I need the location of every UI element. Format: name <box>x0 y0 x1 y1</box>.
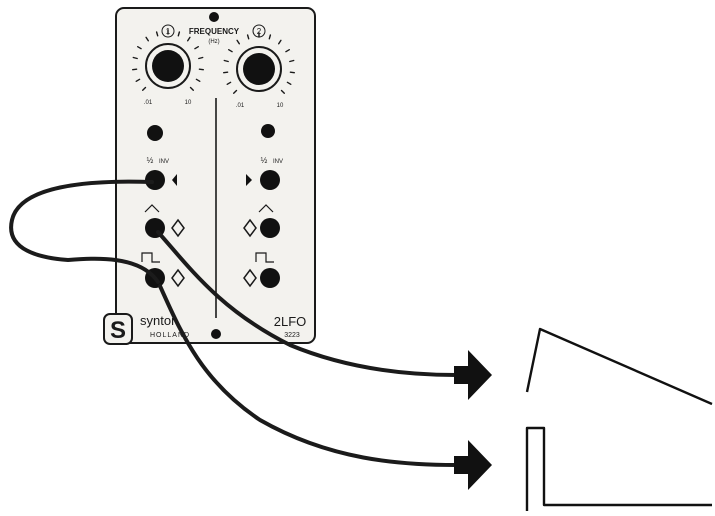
patch-cable-pulse-output[interactable] <box>158 284 458 467</box>
pulse-waveform <box>525 426 712 511</box>
frequency-title: FREQUENCY <box>189 27 240 36</box>
mounting-screw-bottom <box>211 329 221 339</box>
inv-label-1: INV <box>159 159 169 165</box>
frequency-knob-1[interactable] <box>131 29 205 92</box>
channel-1-number-ring <box>161 24 175 38</box>
knob-1-range-min: .01 <box>144 100 153 106</box>
lfo-2-led <box>261 124 275 138</box>
inv-label-2: INV <box>273 159 283 165</box>
channel-2-number: 2 <box>257 27 262 36</box>
model-name: 2LFO <box>274 314 307 329</box>
patch-cable-sawtooth-output[interactable] <box>156 230 458 377</box>
knob-2-range-max: 10 <box>277 103 284 109</box>
patch-cables <box>9 179 458 467</box>
output-arrow-icon-pulse <box>454 440 492 490</box>
lfo-2-square-arrow-icon <box>243 268 257 288</box>
lfo-1-led <box>147 125 163 141</box>
sawtooth-waveform <box>525 327 713 406</box>
lfo-1-square-arrow-icon <box>171 268 185 288</box>
lfo-module-panel: FREQUENCY (Hz) 1 2 <box>103 7 316 345</box>
lfo-1-inv-jack[interactable] <box>145 170 165 190</box>
synton-logo-letter: S <box>110 317 126 344</box>
frequency-unit: (Hz) <box>208 39 219 45</box>
inv-fraction-1: ½ <box>147 156 154 165</box>
model-number: 3223 <box>284 332 300 339</box>
mounting-screw-top <box>209 12 219 22</box>
knob-2-range-min: .01 <box>236 103 245 109</box>
brand-subtitle: HOLLAND <box>150 332 190 339</box>
triangle-wave-symbol-1 <box>144 204 160 213</box>
lfo-2-inv-arrow-icon <box>246 174 252 186</box>
lfo-1-triangle-arrow-icon <box>171 218 185 238</box>
lfo-2-triangle-arrow-icon <box>243 218 257 238</box>
patch-cable-loop[interactable] <box>9 179 160 284</box>
lfo-2-square-jack[interactable] <box>260 268 280 288</box>
frequency-knob-2[interactable] <box>222 32 295 95</box>
lfo-2-triangle-jack[interactable] <box>260 218 280 238</box>
output-arrow-icon-sawtooth <box>454 350 492 400</box>
lfo-2-inv-jack[interactable] <box>260 170 280 190</box>
inv-fraction-2: ½ <box>261 156 268 165</box>
square-wave-symbol-2 <box>255 252 274 263</box>
brand-name: synton <box>140 313 178 328</box>
synton-logo: S <box>103 313 133 345</box>
lfo-1-inv-arrow-icon <box>172 174 177 186</box>
triangle-wave-symbol-2 <box>258 204 274 213</box>
knob-1-range-max: 10 <box>185 100 192 106</box>
square-wave-symbol-1 <box>141 252 160 263</box>
